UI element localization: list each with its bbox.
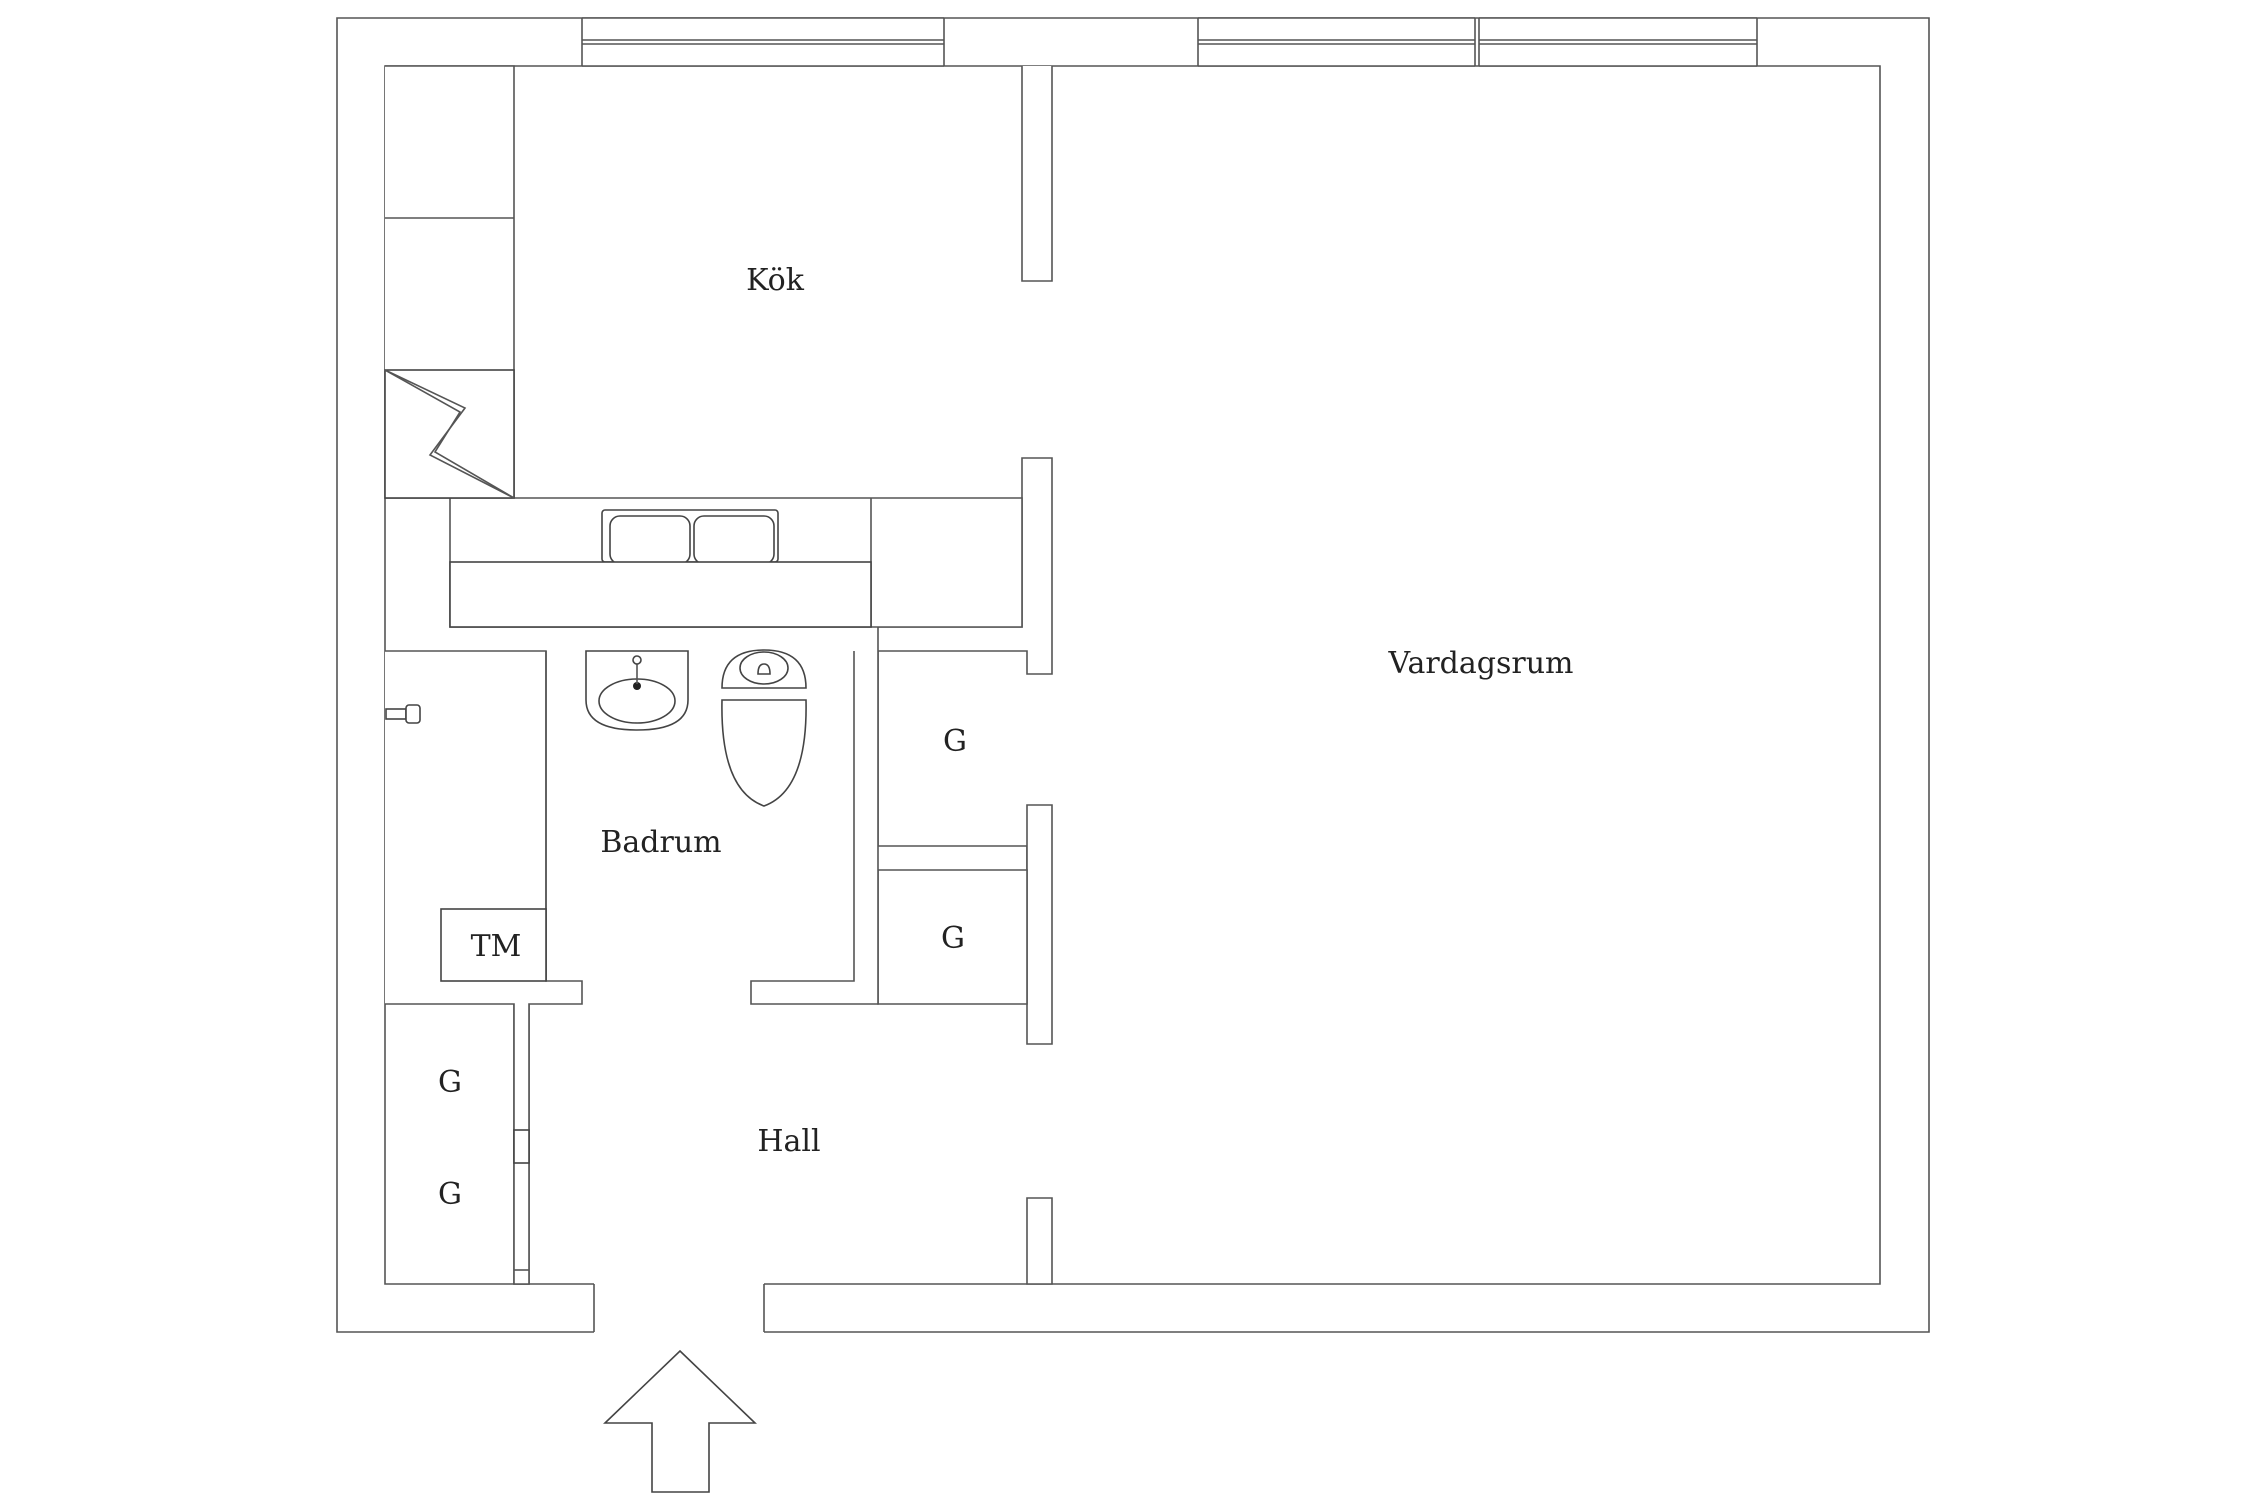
kitchen-fixtures — [384, 369, 872, 628]
interior-walls — [385, 65, 1053, 1285]
kitchen-sink-icon — [601, 509, 779, 565]
label-bathroom: Badrum — [600, 825, 721, 860]
outer-walls — [336, 17, 1930, 1333]
stove-icon — [384, 369, 515, 499]
window-kitchen — [581, 17, 945, 67]
washbasin-icon — [585, 650, 689, 731]
faucet-icon — [385, 704, 421, 724]
wall-kitchen-living-top — [1021, 66, 1053, 282]
outer-wall-band — [336, 17, 1930, 1333]
label-wardrobe-2: G — [941, 921, 965, 956]
label-washing-machine: TM — [471, 929, 522, 964]
toilet-icon — [721, 649, 807, 807]
entrance-door-gap — [594, 1283, 764, 1333]
label-hall: Hall — [757, 1124, 820, 1159]
wall-bathroom-right — [750, 651, 879, 1005]
entrance-arrow-icon — [603, 1349, 757, 1493]
wall-wardrobe-2 — [1026, 804, 1053, 1045]
bathroom-fixtures — [385, 649, 807, 982]
window-living-1 — [1197, 17, 1476, 67]
label-living-room: Vardagsrum — [1388, 646, 1574, 681]
wall-wardrobe-block — [877, 651, 1028, 869]
label-wardrobe-3: G — [438, 1065, 462, 1100]
label-wardrobe-1: G — [943, 724, 967, 759]
window-living-2 — [1478, 17, 1758, 67]
kitchen-counter — [449, 561, 872, 628]
wall-hall-living — [1026, 1197, 1053, 1285]
label-wardrobe-4: G — [438, 1177, 462, 1212]
label-kitchen: Kök — [746, 263, 805, 298]
windows — [581, 17, 1758, 67]
washing-machine-box — [440, 908, 547, 982]
